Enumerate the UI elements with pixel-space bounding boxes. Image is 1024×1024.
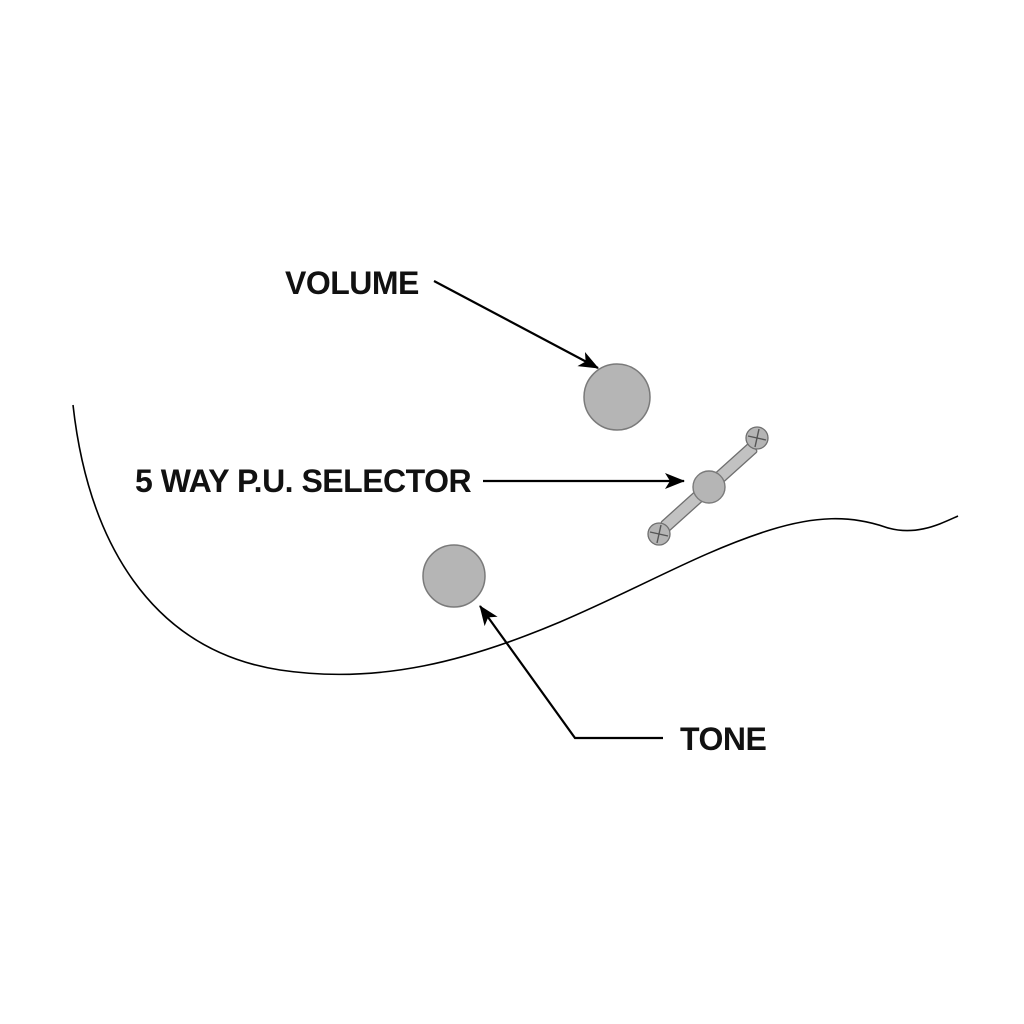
volume-knob <box>583 363 651 431</box>
selector-screw-bottom <box>647 522 671 546</box>
selector-label: 5 WAY P.U. SELECTOR <box>135 463 472 499</box>
selector-switch <box>647 426 769 546</box>
tone-arrow <box>479 605 663 740</box>
guitar-body-outline <box>72 404 959 676</box>
volume-arrow <box>433 280 599 369</box>
selector-screw-top <box>745 426 769 450</box>
tone-knob <box>422 544 486 608</box>
selector-pivot-knob <box>692 470 726 504</box>
tone-label: TONE <box>680 721 766 757</box>
volume-label: VOLUME <box>285 265 419 301</box>
